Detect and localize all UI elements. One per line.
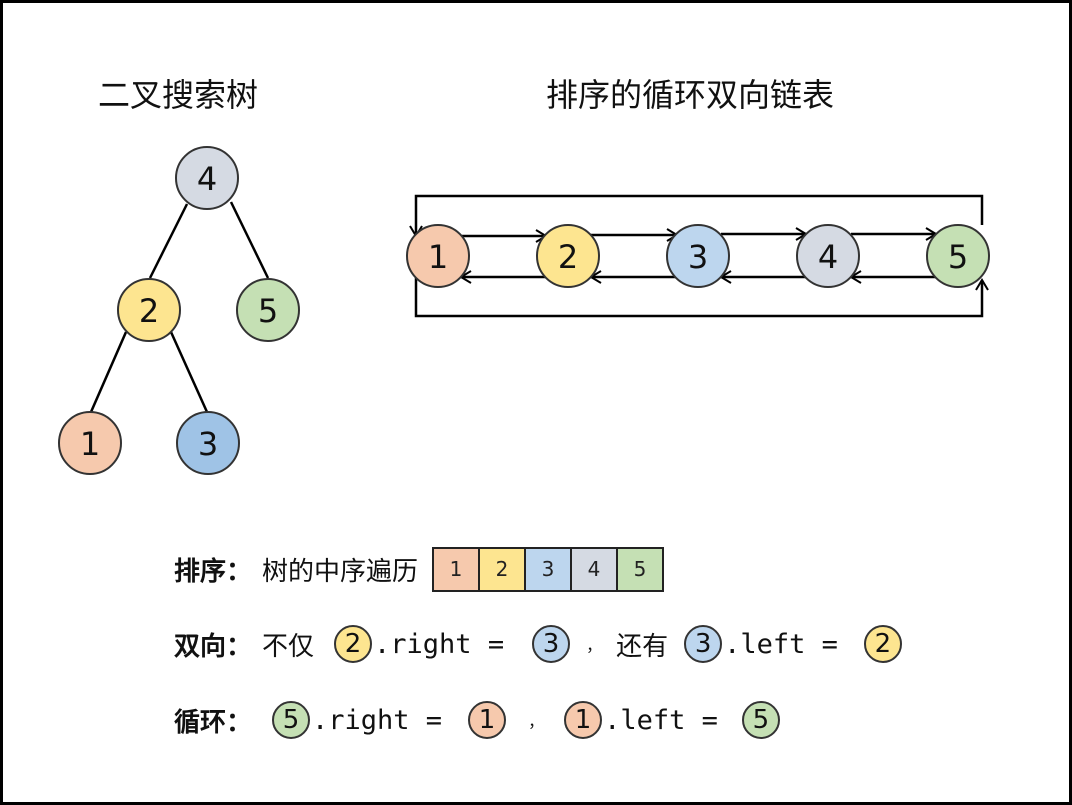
cyc-expr-right: .right = [312, 704, 443, 736]
list-node-5: 5 [926, 224, 990, 288]
list-wrap-bottom-arrow [414, 276, 989, 318]
list-node-3-circle [666, 224, 730, 288]
tree-edge-4-2 [148, 203, 189, 279]
list-node-1-label: 1 [428, 238, 448, 276]
list-node-4: 4 [796, 224, 860, 288]
list-node-5-label: 5 [948, 238, 968, 276]
circular-row: 循环： 5 .right = 1 ， 1 .left = 5 [174, 698, 780, 742]
tree-node-3: 3 [176, 411, 240, 475]
tree-node-2: 2 [117, 278, 181, 342]
sort-text: 树的中序遍历 [262, 556, 419, 587]
list-node-5-circle [926, 224, 990, 288]
list-node-4-label: 4 [818, 238, 838, 276]
list-node-1: 1 [406, 224, 470, 288]
tree-node-4-circle [175, 146, 239, 210]
list-node-4-circle [796, 224, 860, 288]
bi-node-2: 2 [334, 625, 373, 663]
bi-node-3: 3 [532, 625, 571, 663]
cyc-expr-left: .left = [604, 704, 718, 736]
cyc-node-1b: 1 [564, 701, 603, 739]
array-cell-2: 2 [480, 548, 527, 590]
tree-node-4-label: 4 [197, 160, 217, 198]
tree-node-4: 4 [175, 146, 239, 210]
list-node-2-circle [536, 224, 600, 288]
circular-label: 循环： [174, 707, 253, 738]
bi-expr-left: .left = [724, 628, 838, 660]
sort-row: 排序： 树的中序遍历 1 2 3 4 5 [174, 546, 665, 592]
bi-expr-right: .right = [374, 628, 505, 660]
tree-node-5: 5 [236, 278, 300, 342]
inorder-array: 1 2 3 4 5 [432, 546, 665, 592]
bi-node-2b: 2 [863, 625, 902, 663]
list-wrap-top-arrow [409, 194, 984, 238]
tree-edge-2-1 [89, 331, 128, 413]
array-cell-1: 1 [434, 548, 481, 590]
bi-node-3b: 3 [684, 625, 723, 663]
sort-label: 排序： [174, 556, 253, 587]
bidirectional-label: 双向： [174, 631, 253, 662]
list-title: 排序的循环双向链表 [546, 76, 835, 114]
tree-node-2-label: 2 [139, 292, 159, 330]
cyc-comma: ， [528, 712, 545, 731]
tree-node-5-label: 5 [258, 292, 278, 330]
tree-node-2-circle [117, 278, 181, 342]
list-node-2: 2 [536, 224, 600, 288]
cyc-node-1: 1 [468, 701, 507, 739]
list-node-3-label: 3 [688, 238, 708, 276]
tree-edge-4-5 [229, 201, 270, 279]
tree-node-3-label: 3 [198, 425, 218, 463]
bidirectional-prefix: 不仅 [262, 631, 315, 662]
bidirectional-row: 双向： 不仅 2 .right = 3 ， 还有 3 .left = 2 [174, 622, 902, 666]
bi-mid-text: 还有 [616, 631, 669, 662]
list-node-2-label: 2 [558, 238, 578, 276]
array-cell-3: 3 [526, 548, 573, 590]
array-cell-5: 5 [618, 548, 663, 590]
tree-edge-2-3 [169, 331, 209, 413]
list-node-1-circle [406, 224, 470, 288]
tree-node-5-circle [236, 278, 300, 342]
tree-node-1-circle [58, 411, 122, 475]
cyc-node-5: 5 [272, 701, 311, 739]
tree-node-1: 1 [58, 411, 122, 475]
list-node-3: 3 [666, 224, 730, 288]
cyc-node-5b: 5 [741, 701, 780, 739]
tree-node-1-label: 1 [80, 425, 100, 463]
array-cell-4: 4 [572, 548, 619, 590]
bi-comma: ， [586, 636, 603, 655]
bst-title: 二叉搜索树 [98, 76, 259, 114]
tree-node-3-circle [176, 411, 240, 475]
